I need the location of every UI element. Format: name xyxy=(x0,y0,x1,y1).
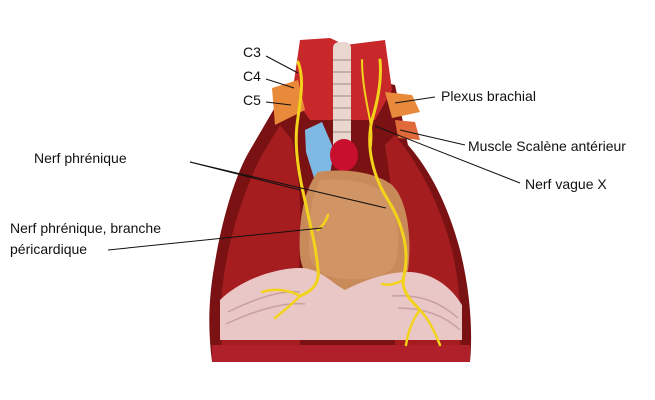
trachea-rings xyxy=(333,59,351,133)
label-c5: C5 xyxy=(243,92,261,108)
left-phrenic-nerve xyxy=(294,60,320,298)
leader-muscle-scalene xyxy=(399,129,466,146)
left-plexus-area xyxy=(272,80,305,125)
superior-vena-cava xyxy=(305,122,334,178)
aortic-arch xyxy=(330,139,358,171)
label-muscle-scalene: Muscle Scalène antérieur xyxy=(468,138,626,154)
leader-nerf-phrenique-right xyxy=(189,161,387,209)
vagus-nerve xyxy=(361,59,373,153)
leader-plexus-brachial xyxy=(394,96,436,104)
left-phrenic-branches xyxy=(260,213,330,320)
pericardium-shading xyxy=(308,179,398,280)
trachea xyxy=(333,42,351,152)
lower-border xyxy=(212,345,470,362)
right-phrenic-branches xyxy=(380,278,442,347)
label-branche-line1: Nerf phrénique, branche xyxy=(10,220,161,236)
right-plexus-area xyxy=(385,92,420,118)
right-phrenic-nerve xyxy=(368,58,422,312)
leader-c4 xyxy=(265,78,295,89)
diaphragm xyxy=(220,268,462,340)
leader-c3 xyxy=(265,55,299,74)
leader-nerf-vague xyxy=(374,125,521,184)
label-c4: C4 xyxy=(243,68,261,84)
label-branche-line2: péricardique xyxy=(10,241,88,257)
label-plexus-brachial: Plexus brachial xyxy=(441,88,536,104)
right-scalene-area xyxy=(395,120,420,140)
label-c3: C3 xyxy=(243,44,261,60)
diaphragm-striations xyxy=(225,290,461,331)
label-nerf-phrenique: Nerf phrénique xyxy=(34,150,127,166)
leader-c5 xyxy=(265,101,292,106)
label-nerf-vague: Nerf vague X xyxy=(525,176,607,192)
leader-branche-pericardique xyxy=(107,227,323,251)
